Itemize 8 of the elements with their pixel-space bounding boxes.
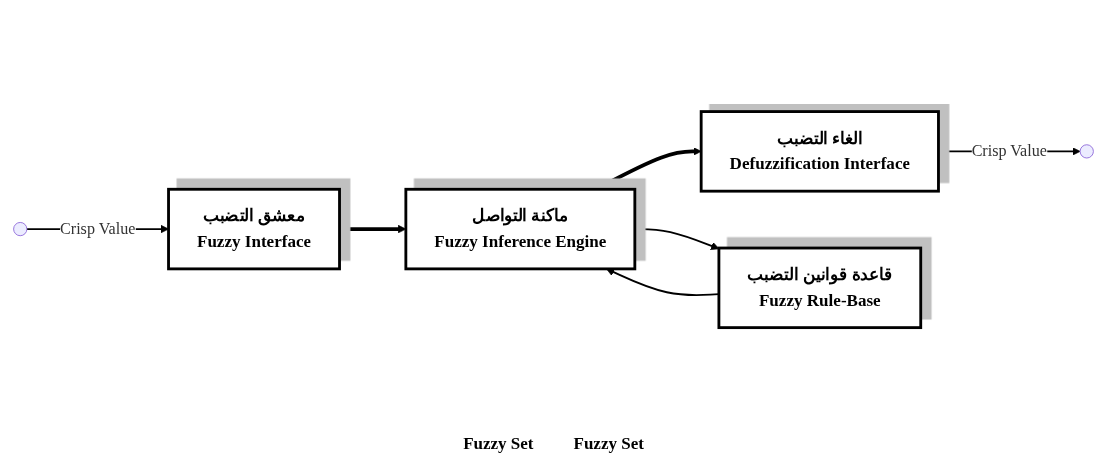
edge-label: Crisp Value: [60, 220, 136, 239]
node-box: [167, 188, 341, 271]
node-box: [717, 247, 923, 330]
node-box: [699, 110, 940, 193]
signal-label: Fuzzy Set: [463, 434, 534, 454]
node-box: [404, 188, 637, 271]
edge-label: Crisp Value: [971, 142, 1047, 161]
signal-label: Fuzzy Set: [573, 434, 644, 454]
